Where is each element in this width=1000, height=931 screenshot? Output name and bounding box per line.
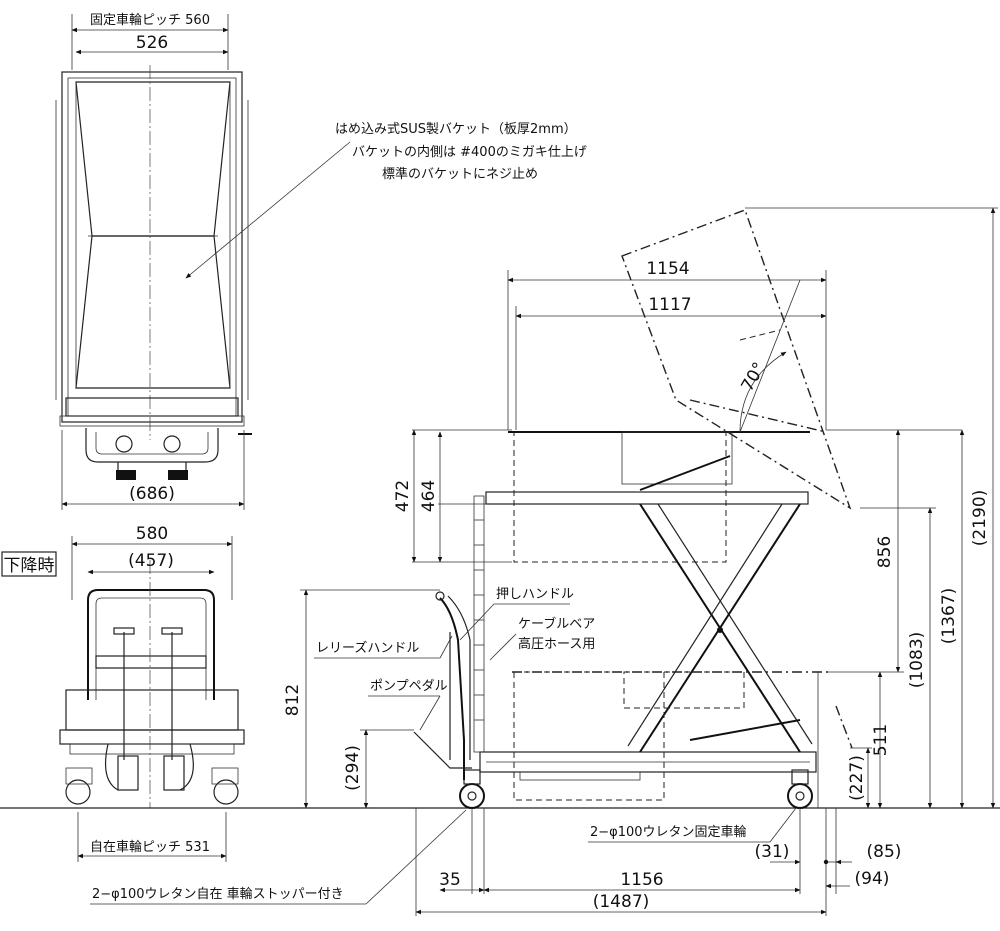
bucket-note-1: はめ込み式SUS製バケット（板厚2mm） [335,122,577,137]
dim-686: (686) [129,484,175,504]
swivel-wheel-label: 2−φ100ウレタン自在 車輪ストッパー付き [92,886,344,902]
dim-812: 812 [283,684,303,716]
dim-1487: (1487) [593,892,650,912]
fixed-wheel [787,783,813,809]
push-handle-label: 押しハンドル [496,587,574,602]
cable-bear-label-1: ケーブルベア [518,616,595,632]
top-view-dimensions: 固定車輪ピッチ 560 526 (686) [61,12,245,510]
pump-pedal [413,731,472,769]
top-view-frame [61,71,243,423]
release-handle-label: レリーズハンドル [316,640,419,656]
dim-526: 526 [136,33,168,53]
cable-bear [473,495,485,753]
dim-464: 464 [419,480,439,512]
tilt-cylinder [639,455,731,491]
lowered-label-box [1,551,57,577]
dim-94: (94) [855,869,890,889]
dim-227: (227) [847,755,867,801]
top-view [55,65,252,480]
dim-856: 856 [875,536,895,568]
pump-pedal-label: ポンプペダル [370,679,448,694]
dim-31: (31) [755,842,790,862]
front-view: 下降時 [1,551,245,808]
tilt-angle: 70° [737,359,769,395]
bucket-raised [513,431,727,563]
dim-1367: (1367) [939,588,959,645]
dim-2190: (2190) [970,490,990,547]
side-view-callouts: 押しハンドル ケーブルベア 高圧ホース用 レリーズハンドル ポンプペダル 2−φ… [90,587,797,905]
upper-table [485,491,809,505]
cable-bear-label-2: 高圧ホース用 [518,636,595,652]
dim-294: (294) [343,745,363,791]
dim-85: (85) [867,842,902,862]
bucket-tilted [621,209,852,510]
caster-pitch-label: 自在車輪ピッチ 531 [90,839,210,855]
push-handle [439,597,465,780]
lowered-label: 下降時 [4,556,55,576]
dim-511: 511 [871,724,891,756]
dim-1117: 1117 [648,295,691,315]
side-view-dimensions: 1154 1117 472 464 812 (294) 856 (1083) (… [283,207,998,916]
base-chassis [479,751,817,773]
dim-1083: (1083) [907,632,927,689]
bucket-annotation: はめ込み式SUS製バケット（板厚2mm） バケットの内側は #400のミガキ仕上… [185,122,587,279]
dim-580: 580 [136,524,168,544]
fixed-wheel-pitch-label: 固定車輪ピッチ 560 [90,12,210,28]
front-view-dimensions: 580 (457) 自在車輪ピッチ 531 [71,524,233,862]
dim-457: (457) [128,551,174,571]
bucket-note-3: 標準のバケットにネジ止め [382,166,538,182]
dim-35: 35 [439,870,461,890]
dim-1156: 1156 [620,870,663,890]
bucket-top-outline [75,81,231,237]
dim-1154: 1154 [646,259,689,279]
dim-472: 472 [393,480,413,512]
side-view: 70° [413,209,853,809]
fixed-wheel-label: 2−φ100ウレタン固定車輪 [590,824,747,840]
bucket-note-2: バケットの内側は #400のミガキ仕上げ [352,144,587,160]
swivel-wheel [459,783,485,809]
